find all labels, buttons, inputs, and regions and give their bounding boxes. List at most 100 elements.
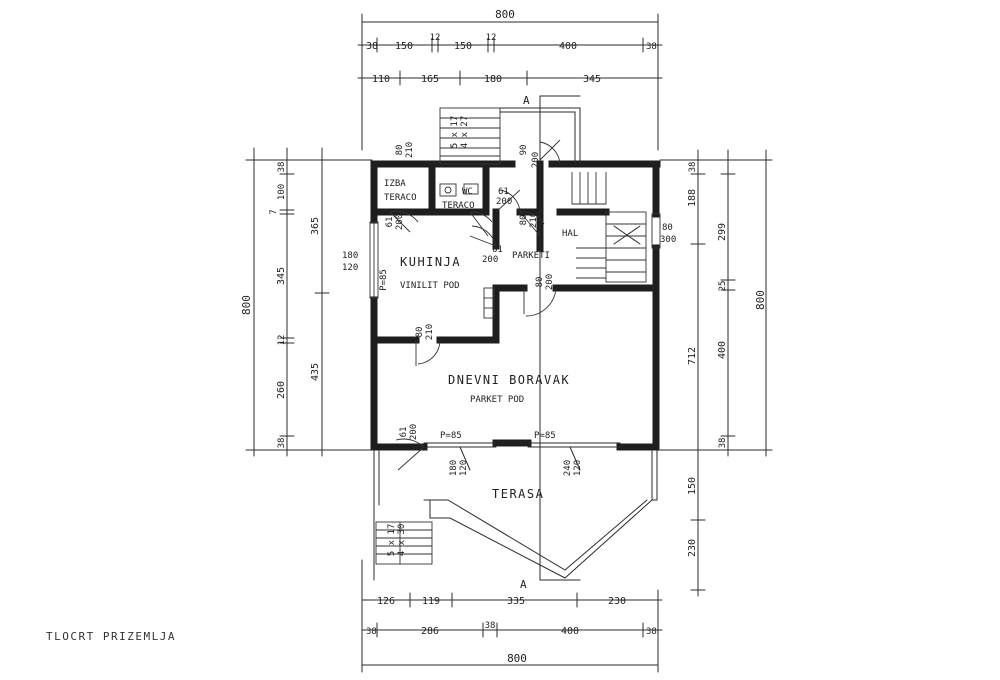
door-entry-h: 200 (531, 152, 541, 168)
dim-bottom-r2-2: 38 (485, 621, 496, 631)
dim-right-overall: 800 (754, 290, 767, 310)
door-swings (389, 139, 561, 471)
opening-annotations: 5 x 17 4 x 27 5 x 17 4 x 30 P=85 P=85 P=… (342, 116, 676, 557)
dim-right-o-4: 230 (687, 539, 698, 557)
room-kitchen-name: KUHINJA (400, 255, 461, 269)
room-pantry-floor: TERACO (384, 193, 417, 203)
door-kitchen-bottom-w: 80 (415, 327, 425, 338)
fixtures (439, 183, 479, 197)
window-kitchen-size-w: 180 (342, 251, 358, 261)
dim-right-o-2: 712 (687, 347, 698, 365)
room-living-name: DNEVNI BORAVAK (448, 373, 570, 387)
dim-right-o-1: 188 (687, 189, 698, 207)
window-kitchen-size-h: 120 (342, 263, 358, 273)
dim-left-o-2: 7 (269, 209, 279, 214)
dim-bottom-r2-3: 400 (561, 626, 579, 637)
stair-bottom-2: 4 x 30 (397, 524, 407, 557)
door-hall-h: 210 (529, 212, 539, 228)
door-hall-w: 80 (519, 215, 529, 226)
wc-toilet-icon (439, 183, 457, 197)
dim-right-i-1: 25 (718, 281, 728, 292)
dim-left-o-3: 345 (276, 267, 287, 285)
door-terrace-w: 61 (399, 427, 409, 438)
dim-top-r2-0: 110 (372, 74, 390, 85)
door-wc-h: 200 (395, 214, 405, 230)
dim-top-r2-3: 345 (583, 74, 601, 85)
dim-top-r1-2: 12 (430, 33, 441, 43)
dim-bottom-r1-2: 335 (507, 596, 525, 607)
wc-sink-icon (463, 183, 479, 195)
left-dimensions: 800 38 100 7 345 12 260 38 365 435 (240, 147, 373, 457)
door-terrace-h: 200 (409, 424, 419, 440)
window-stair-w: 80 (662, 223, 673, 233)
dim-right-i-2: 400 (717, 341, 728, 359)
door-kitchen-h: 200 (482, 255, 498, 265)
dim-top-r2-2: 180 (484, 74, 502, 85)
bottom-dimensions: 126 119 335 230 38 286 38 400 38 800 (361, 559, 663, 673)
dim-right-i-3: 38 (718, 438, 728, 449)
door-hall2-h: 200 (545, 274, 555, 290)
dim-top-r1-5: 400 (559, 41, 577, 52)
door-wc2-h: 200 (496, 197, 512, 207)
door-entry-w: 90 (519, 145, 529, 156)
entry-stairs (439, 107, 581, 165)
glass-2-h: 120 (573, 460, 583, 476)
door-hall2-w: 80 (535, 277, 545, 288)
stair-top-2: 4 x 27 (460, 116, 470, 149)
door-pantry-h: 210 (405, 142, 415, 158)
dim-bottom-r1-3: 230 (608, 596, 626, 607)
door-pantry-w: 80 (395, 145, 405, 156)
dim-top-r2-1: 165 (421, 74, 439, 85)
dim-top-r1-0: 38 (366, 41, 378, 52)
glass-1-h: 120 (459, 460, 469, 476)
door-living-2: P=85 (534, 431, 556, 441)
dim-bottom-overall: 800 (507, 652, 527, 665)
room-terrace-name: TERASA (492, 487, 544, 501)
terrace-outline (373, 449, 658, 581)
dim-left-i-0: 365 (310, 217, 321, 235)
drawing-title: TLOCRT PRIZEMLJA (46, 630, 176, 643)
windows (369, 213, 661, 471)
room-wc-name: WC (462, 187, 473, 197)
top-dimensions: 800 38 150 12 150 12 400 38 110 165 180 … (357, 8, 663, 151)
door-kitchen-bottom-h: 210 (425, 324, 435, 340)
dim-top-r1-4: 12 (486, 33, 497, 43)
stair-top-1: 5 x 17 (450, 116, 460, 149)
dim-bottom-r2-1: 286 (421, 626, 439, 637)
dim-left-o-5: 260 (276, 381, 287, 399)
section-markers: A A (520, 94, 581, 591)
dim-top-r1-1: 150 (395, 41, 413, 52)
dim-bottom-r1-0: 126 (377, 596, 395, 607)
section-marker-bottom: A (520, 578, 527, 591)
dim-bottom-r2-0: 38 (366, 627, 377, 637)
dim-bottom-r2-4: 38 (646, 627, 657, 637)
dim-left-i-1: 435 (310, 363, 321, 381)
dim-right-i-0: 299 (717, 223, 728, 241)
window-kitchen: P=85 (379, 269, 389, 291)
section-marker-top: A (523, 94, 530, 107)
internal-staircase (571, 172, 647, 283)
glass-2-w: 240 (563, 460, 573, 476)
dim-left-o-1: 100 (277, 184, 287, 200)
dim-top-overall: 800 (495, 8, 515, 21)
dim-right-o-3: 150 (687, 477, 698, 495)
dim-left-o-0: 38 (277, 162, 287, 173)
right-dimensions: 38 188 712 150 230 299 25 400 38 800 (659, 149, 773, 597)
dim-top-r1-6: 38 (646, 42, 657, 52)
dim-left-overall: 800 (240, 295, 253, 315)
door-kitchen-w: 61 (492, 245, 503, 255)
dim-right-o-0: 38 (688, 162, 698, 173)
room-hall-name: HAL (562, 229, 578, 239)
room-pantry-name: IZBA (384, 179, 406, 189)
room-corridor-floor: PARKETI (512, 251, 550, 261)
room-living-floor: PARKET POD (470, 395, 524, 405)
dim-bottom-r1-1: 119 (422, 596, 440, 607)
room-kitchen-floor: VINILIT POD (400, 281, 460, 291)
room-labels: KUHINJA VINILIT POD DNEVNI BORAVAK PARKE… (384, 179, 578, 501)
dim-left-o-4: 12 (277, 335, 287, 346)
stair-bottom-1: 5 x 17 (387, 524, 397, 557)
room-wc-floor: TERACO (442, 201, 475, 211)
door-living-1: P=85 (440, 431, 462, 441)
door-wc2-w: 61 (498, 187, 509, 197)
